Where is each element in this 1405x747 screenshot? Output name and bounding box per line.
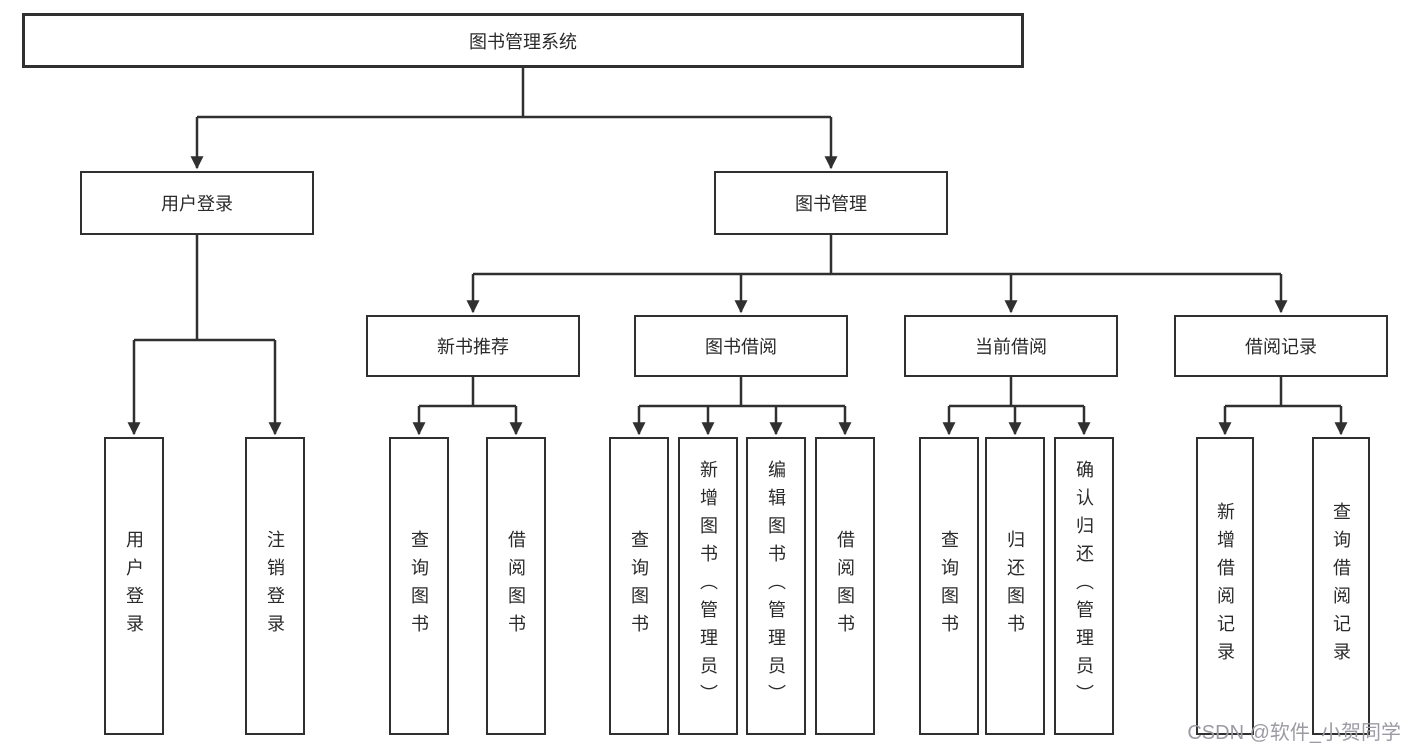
leaf-query-books-current: 查询图书 (919, 437, 979, 735)
node-book-management: 图书管理 (714, 171, 948, 235)
leaf-add-book-admin: 新增图书（管理员） (678, 437, 738, 735)
node-book-borrowing: 图书借阅 (634, 315, 848, 377)
node-current-borrowing: 当前借阅 (904, 315, 1118, 377)
node-library-management-system: 图书管理系统 (22, 13, 1024, 68)
leaf-query-borrow-record: 查询借阅记录 (1312, 437, 1370, 735)
leaf-user-login: 用户登录 (104, 437, 164, 735)
leaf-query-books-newbooks: 查询图书 (389, 437, 449, 735)
node-user-login: 用户登录 (80, 171, 314, 235)
leaf-query-books-borrowing: 查询图书 (609, 437, 669, 735)
leaf-add-borrow-record: 新增借阅记录 (1196, 437, 1254, 735)
csdn-watermark: CSDN @软件_小贺同学 (1187, 722, 1401, 744)
leaf-logout-login: 注销登录 (245, 437, 305, 735)
leaf-borrow-books-newbooks: 借阅图书 (486, 437, 546, 735)
leaf-return-book: 归还图书 (985, 437, 1045, 735)
leaf-confirm-return-admin: 确认归还（管理员） (1054, 437, 1114, 735)
leaf-edit-book-admin: 编辑图书（管理员） (746, 437, 806, 735)
node-new-book-recommendation: 新书推荐 (366, 315, 580, 377)
node-borrowing-records: 借阅记录 (1174, 315, 1388, 377)
leaf-borrow-books-borrowing: 借阅图书 (815, 437, 875, 735)
